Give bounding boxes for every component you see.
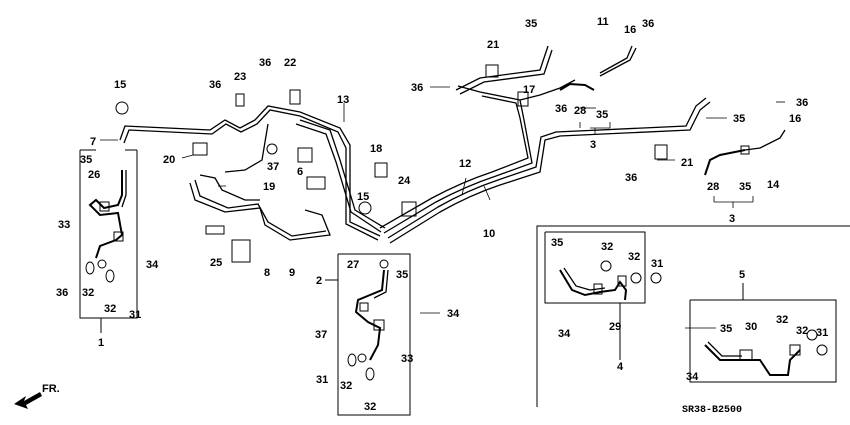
part-number: 31 xyxy=(816,327,828,339)
part-number: 7 xyxy=(90,136,96,148)
part-number: 3 xyxy=(590,139,596,151)
part-number: 19 xyxy=(263,181,275,193)
part-number: 28 xyxy=(707,181,719,193)
diagram-code: SR38-B2500 xyxy=(682,405,742,416)
part-number: 32 xyxy=(82,287,94,299)
part-number: 33 xyxy=(58,219,70,231)
assembly-frame xyxy=(536,225,850,407)
part-number: 36 xyxy=(259,57,271,69)
part-number: 26 xyxy=(88,169,100,181)
part-number: 36 xyxy=(411,82,423,94)
main-brake-lines xyxy=(379,45,711,244)
part-number: 35 xyxy=(525,18,537,30)
part-number: 35 xyxy=(720,323,732,335)
part-number: 35 xyxy=(733,113,745,125)
part-number: 32 xyxy=(364,401,376,413)
part-number: 14 xyxy=(767,179,780,191)
part-number: 32 xyxy=(628,251,640,263)
part-number: 34 xyxy=(447,308,460,320)
part-number: 32 xyxy=(601,241,613,253)
part-number: 4 xyxy=(617,361,624,373)
group-box-4 xyxy=(544,231,646,360)
part-number: 10 xyxy=(483,228,495,240)
part-number: 32 xyxy=(340,380,352,392)
part-number: 16 xyxy=(789,113,801,125)
part-number: 34 xyxy=(146,259,159,271)
part-number: 31 xyxy=(129,309,141,321)
part-number: 16 xyxy=(624,24,636,36)
part-number: 21 xyxy=(487,39,499,51)
part-number: 23 xyxy=(234,71,246,83)
front-direction-arrow: FR. xyxy=(14,383,60,409)
part-number: 37 xyxy=(315,329,327,341)
leader-lines xyxy=(100,86,785,329)
part-number: 32 xyxy=(796,325,808,337)
part-number: 35 xyxy=(396,269,408,281)
part-number: 6 xyxy=(297,166,303,178)
part-number: 29 xyxy=(609,321,621,333)
part-number: 31 xyxy=(651,258,663,270)
group-box-1 xyxy=(79,149,138,333)
part-number: 35 xyxy=(739,181,751,193)
part-number: 36 xyxy=(209,79,221,91)
part-number: 24 xyxy=(398,175,411,187)
part-number: 11 xyxy=(597,16,609,28)
part-number: 2 xyxy=(316,275,322,287)
part-number: 31 xyxy=(316,374,328,386)
hose-assembly-2 xyxy=(347,259,389,381)
part-number: 15 xyxy=(357,191,369,203)
part-number: 8 xyxy=(264,267,270,279)
hose-assembly-1 xyxy=(85,170,127,283)
part-number: 30 xyxy=(745,321,757,333)
group-box-5 xyxy=(689,283,837,383)
part-number: 5 xyxy=(739,269,745,281)
part-number: 36 xyxy=(625,172,637,184)
part-number: 36 xyxy=(555,103,567,115)
part-number: 34 xyxy=(686,371,699,383)
part-number: 28 xyxy=(574,105,586,117)
part-number: 3 xyxy=(729,213,735,225)
part-number: 15 xyxy=(114,79,126,91)
part-number: 34 xyxy=(558,328,571,340)
group-box-2 xyxy=(325,253,411,416)
part-number: 9 xyxy=(289,267,295,279)
part-number: 17 xyxy=(523,84,535,96)
direction-label: FR. xyxy=(42,383,60,395)
part-number: 36 xyxy=(642,18,654,30)
part-number: 35 xyxy=(596,109,608,121)
part-number: 20 xyxy=(163,154,175,166)
part-number: 18 xyxy=(370,143,382,155)
part-number: 35 xyxy=(551,237,563,249)
part-number: 32 xyxy=(104,303,116,315)
part-number: 22 xyxy=(284,57,296,69)
front-lines xyxy=(119,105,386,241)
part-number: 37 xyxy=(267,161,279,173)
part-number: 36 xyxy=(56,287,68,299)
part-number: 13 xyxy=(337,94,349,106)
part-number: 36 xyxy=(796,97,808,109)
hose-assembly-4 xyxy=(559,260,662,301)
part-number: 32 xyxy=(776,314,788,326)
part-number: 12 xyxy=(459,158,471,170)
rear-hoses xyxy=(559,82,786,176)
part-number: 35 xyxy=(80,154,92,166)
part-number: 25 xyxy=(210,257,222,269)
part-number: 21 xyxy=(681,157,693,169)
part-number: 1 xyxy=(98,337,104,349)
part-number: 33 xyxy=(401,353,413,365)
part-number: 27 xyxy=(347,259,359,271)
hose-assembly-5 xyxy=(704,329,828,376)
fittings xyxy=(115,64,668,263)
